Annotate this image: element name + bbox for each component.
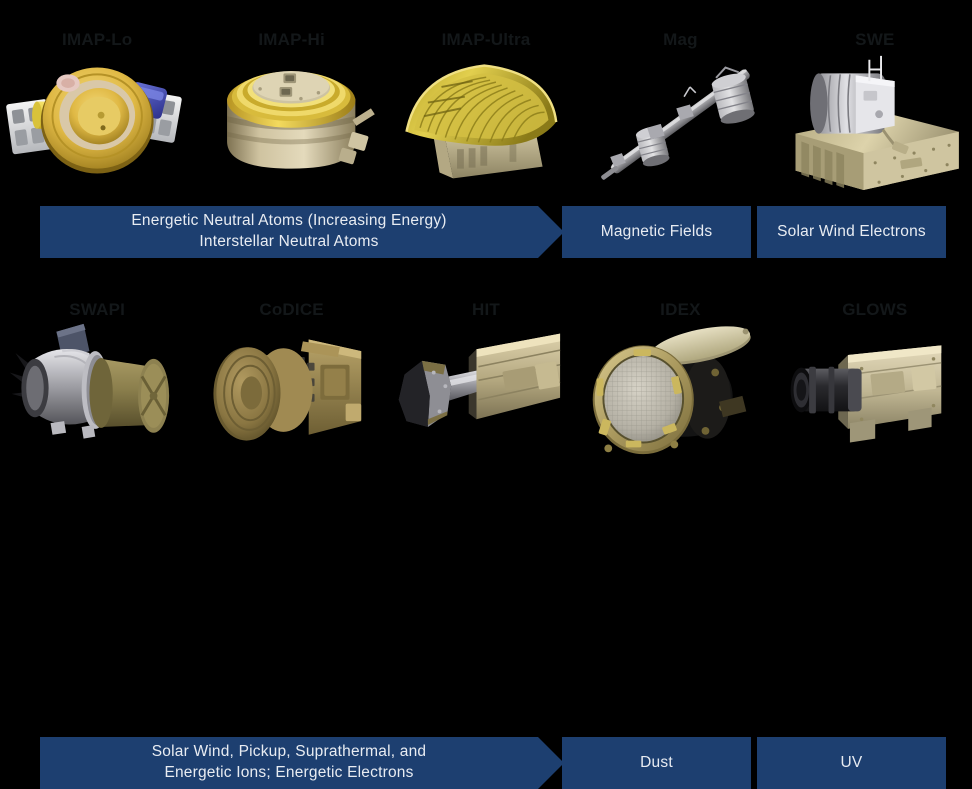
banner-magnetic-fields: Magnetic Fields bbox=[562, 206, 751, 258]
banner-dust: Dust bbox=[562, 737, 751, 789]
instrument-cell-swapi[interactable]: SWAPI bbox=[0, 268, 194, 466]
banner-enas: Energetic Neutral Atoms (Increasing Ener… bbox=[40, 206, 564, 258]
instrument-label-codice: CoDICE bbox=[259, 300, 324, 319]
instrument-label-mag: Mag bbox=[663, 30, 698, 49]
hit-instrument-icon bbox=[389, 316, 583, 466]
imap-hi-instrument-icon bbox=[194, 46, 388, 196]
imap-lo-instrument-icon bbox=[0, 46, 194, 196]
banner-strip-top: Energetic Neutral Atoms (Increasing Ener… bbox=[0, 206, 972, 258]
banner-ions: Solar Wind, Pickup, Suprathermal, and En… bbox=[40, 737, 564, 789]
banner-solar-wind-electrons-label: Solar Wind Electrons bbox=[777, 222, 926, 240]
instrument-label-imap-ultra: IMAP-Ultra bbox=[441, 30, 531, 49]
instrument-label-imap-lo: IMAP-Lo bbox=[62, 30, 133, 49]
banner-uv-label: UV bbox=[840, 753, 863, 771]
imap-ultra-instrument-icon bbox=[389, 46, 583, 196]
instrument-cell-imap-ultra[interactable]: IMAP-Ultra bbox=[389, 0, 583, 200]
banner-strip-bottom: Solar Wind, Pickup, Suprathermal, and En… bbox=[0, 737, 972, 789]
codice-instrument-icon bbox=[194, 316, 388, 466]
instrument-strip-bottom: SWAPI bbox=[0, 268, 972, 466]
instrument-cell-glows[interactable]: GLOWS bbox=[778, 268, 972, 466]
instrument-cell-swe[interactable]: SWE bbox=[778, 0, 972, 200]
instrument-cell-mag[interactable]: Mag bbox=[583, 0, 777, 200]
instrument-label-hit: HIT bbox=[472, 300, 500, 319]
instrument-label-swe: SWE bbox=[855, 30, 895, 49]
mag-instrument-icon bbox=[583, 46, 777, 196]
instrument-row-ions: SWAPI bbox=[0, 268, 972, 789]
instrument-cell-idex[interactable]: IDEX bbox=[583, 268, 777, 466]
instrument-label-imap-hi: IMAP-Hi bbox=[258, 30, 325, 49]
swe-instrument-icon bbox=[778, 46, 972, 196]
instrument-cell-imap-lo[interactable]: IMAP-Lo bbox=[0, 0, 194, 200]
instrument-cell-codice[interactable]: CoDICE bbox=[194, 268, 388, 466]
banner-ions-line-2: Energetic Ions; Energetic Electrons bbox=[164, 764, 414, 781]
banner-magnetic-fields-label: Magnetic Fields bbox=[600, 222, 713, 240]
banner-uv: UV bbox=[757, 737, 946, 789]
instrument-label-swapi: SWAPI bbox=[69, 300, 126, 319]
instrument-cell-hit[interactable]: HIT bbox=[389, 268, 583, 466]
instrument-label-idex: IDEX bbox=[660, 300, 701, 319]
instrument-row-enas: IMAP-Lo bbox=[0, 0, 972, 268]
banner-ions-line-1: Solar Wind, Pickup, Suprathermal, and bbox=[151, 743, 427, 761]
instrument-strip-top: IMAP-Lo bbox=[0, 0, 972, 200]
swapi-instrument-icon bbox=[0, 316, 194, 466]
instrument-label-glows: GLOWS bbox=[842, 300, 908, 319]
banner-solar-wind-electrons: Solar Wind Electrons bbox=[757, 206, 946, 258]
idex-instrument-icon bbox=[583, 316, 777, 466]
glows-instrument-icon bbox=[778, 316, 972, 466]
banner-enas-line-1: Energetic Neutral Atoms (Increasing Ener… bbox=[131, 212, 447, 230]
instrument-cell-imap-hi[interactable]: IMAP-Hi bbox=[194, 0, 388, 200]
banner-dust-label: Dust bbox=[640, 753, 673, 771]
banner-enas-line-2: Interstellar Neutral Atoms bbox=[199, 233, 379, 250]
